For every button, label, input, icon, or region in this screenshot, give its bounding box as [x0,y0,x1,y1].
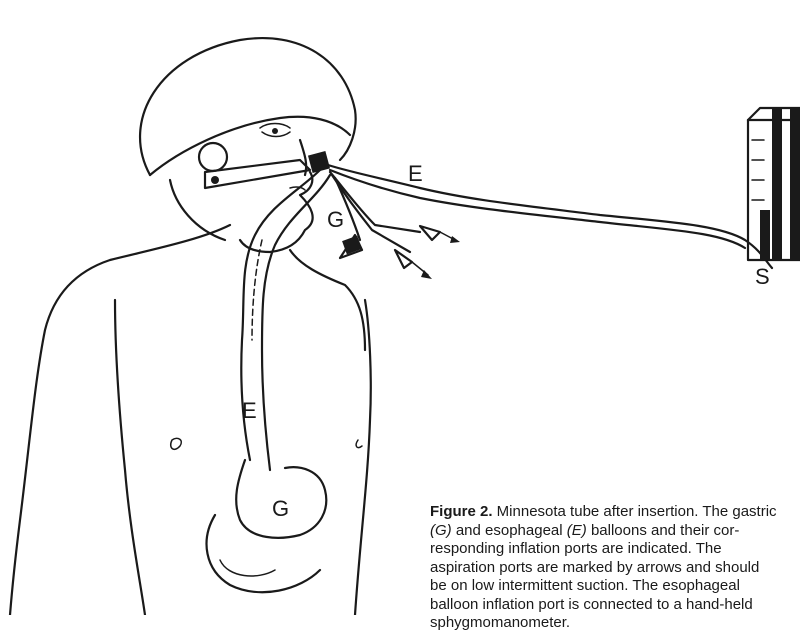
left-torso [115,300,145,615]
sphygmomanometer-icon [748,108,800,260]
caption-e-ref: (E) [567,522,587,539]
caption-line3: responding inflation ports are indicated… [430,540,722,557]
caption-line7: sphygmomanometer. [430,614,570,631]
right-neck-shoulder [290,250,365,350]
caption-lead: Figure 2. [430,503,493,520]
caption-g-ref: (G) [430,522,452,539]
caption-line2-tail: balloons and their cor- [587,522,740,539]
caption-line6: balloon inflation port is connected to a… [430,596,753,613]
figure-caption: Figure 2. Minnesota tube after insertion… [430,503,800,633]
tube-branches [328,165,772,279]
label-g-stomach: G [272,496,289,521]
caption-line1: Minnesota tube after insertion. The gast… [493,503,777,520]
face-outline [240,140,313,252]
caption-line4: aspiration ports are marked by arrows an… [430,559,759,576]
label-g-tube: G [327,207,344,232]
label-e-esophagus: E [242,398,257,423]
ear-icon [199,143,227,171]
caption-line5: be on low intermittent suction. The esop… [430,577,740,594]
left-nipple [171,438,182,449]
eye-pupil [272,128,278,134]
right-nipple [356,440,362,448]
caption-line2-mid: and esophageal [452,522,567,539]
esophageal-tube-path [207,170,330,592]
label-e-tube: E [408,161,423,186]
label-s-sphygmo: S [755,264,770,289]
right-torso [355,300,371,615]
patient-head [140,38,356,252]
patient-torso [10,225,371,615]
